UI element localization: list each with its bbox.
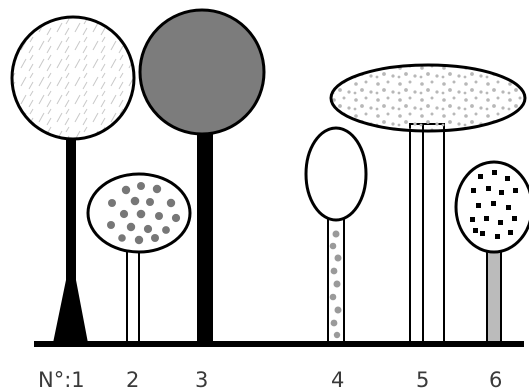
- tree-6: [454, 160, 529, 344]
- label-tree-3: 3: [195, 368, 208, 391]
- tree-1-crown: [10, 15, 136, 141]
- tree-5: [329, 63, 527, 344]
- tree-1: [10, 15, 136, 343]
- tree-3-crown: [138, 8, 266, 136]
- tree-3: [138, 8, 266, 343]
- ground-line: [34, 341, 524, 347]
- tree-6-squares: [470, 170, 518, 239]
- tree-5-crown: [329, 63, 527, 133]
- tree-4-crown: [304, 126, 368, 222]
- label-tree-1: N°:1: [38, 368, 85, 391]
- tree-4: [304, 126, 368, 344]
- tree-1-trunk: [53, 138, 88, 343]
- label-tree-4: 4: [331, 368, 344, 391]
- tree-4-trunk-dots: [329, 230, 342, 339]
- tree-2-trunk: [126, 249, 140, 344]
- label-tree-5: 5: [416, 368, 429, 391]
- tree-6-trunk: [486, 247, 502, 344]
- label-tree-2: 2: [126, 368, 139, 391]
- tree-number-labels: N°:1 2 3 4 5 6: [38, 368, 502, 391]
- tree-5-trunk: [409, 123, 445, 344]
- tree-6-crown: [454, 160, 529, 254]
- tree-2-dots: [107, 182, 181, 245]
- label-tree-6: 6: [489, 368, 502, 391]
- tree-2: [86, 172, 192, 344]
- tree-3-trunk: [197, 128, 213, 343]
